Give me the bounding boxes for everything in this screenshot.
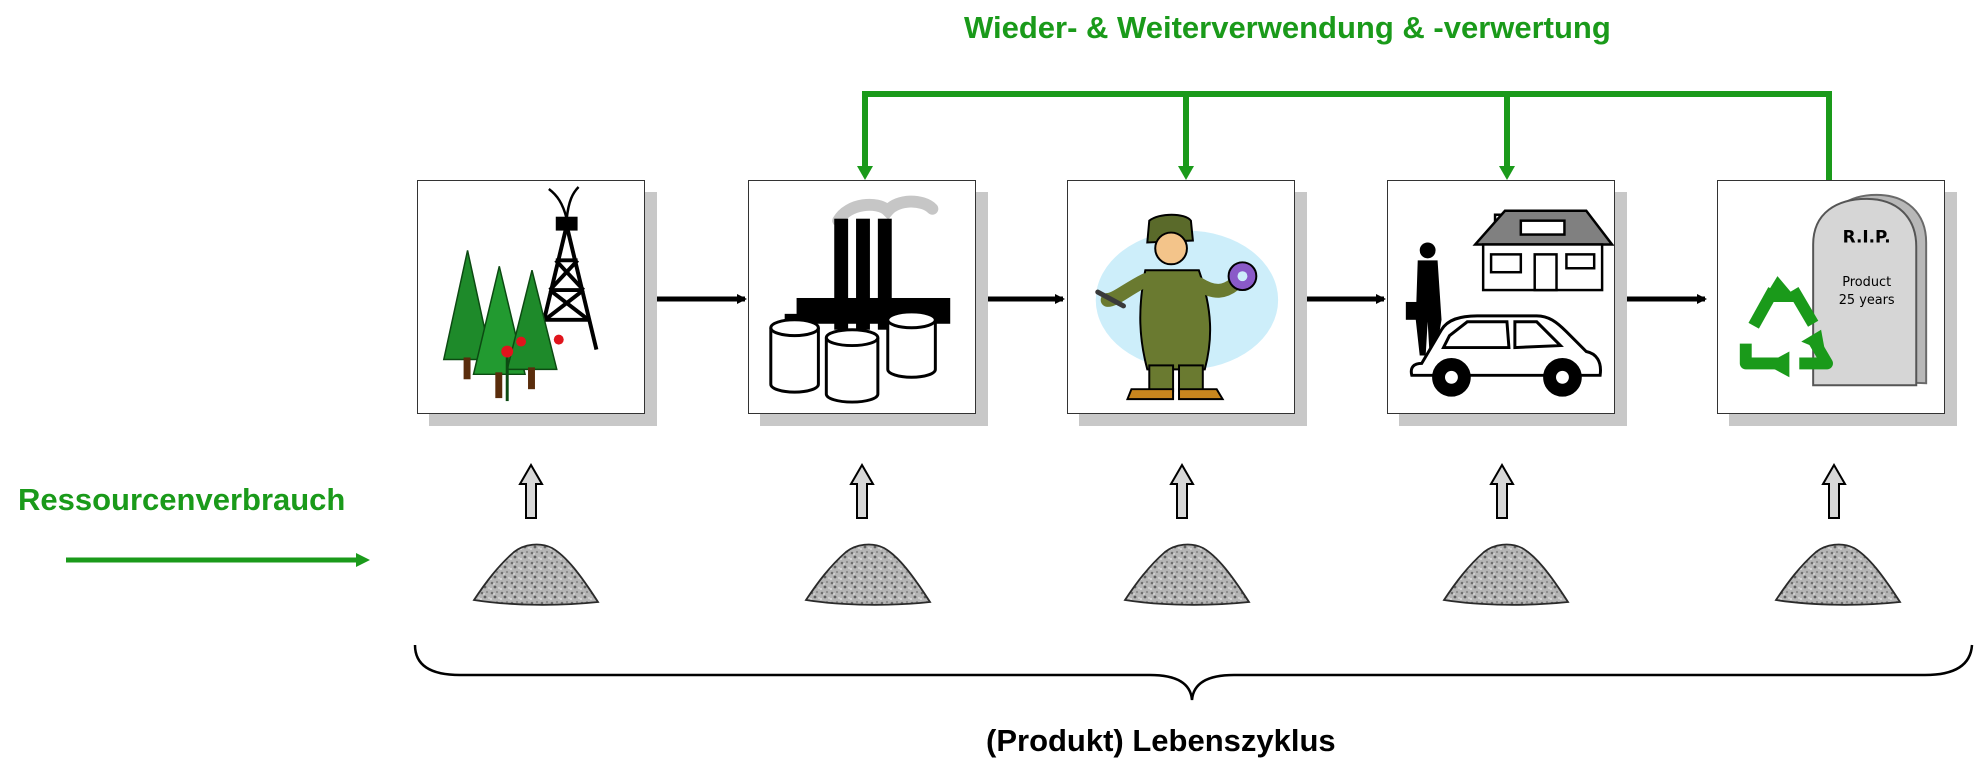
resource-piles bbox=[472, 543, 1902, 606]
tombstone-product-text: Product bbox=[1842, 275, 1891, 290]
stage-raw-materials bbox=[417, 180, 645, 414]
stage-consumption bbox=[1387, 180, 1615, 414]
forest-icon bbox=[442, 250, 564, 402]
factory-icon bbox=[769, 195, 951, 404]
house-icon bbox=[1472, 209, 1614, 292]
car-icon bbox=[1409, 314, 1602, 397]
resource-consumption-label: Ressourcenverbrauch bbox=[18, 482, 346, 517]
businessman-icon bbox=[1405, 242, 1442, 356]
lifecycle-brace bbox=[413, 644, 1974, 701]
reuse-loop-label: Wieder- & Weiterverwendung & -verwertung bbox=[964, 10, 1611, 45]
stage-end-of-life: R.I.P. Product 25 years bbox=[1717, 180, 1945, 414]
reuse-arrowheads bbox=[857, 166, 1515, 180]
mechanic-worker-icon bbox=[1095, 213, 1279, 401]
lifecycle-label: (Produkt) Lebenszyklus bbox=[986, 723, 1336, 758]
stage-production bbox=[748, 180, 976, 414]
oil-derrick-icon bbox=[535, 186, 599, 350]
tombstone-years-text: 25 years bbox=[1839, 293, 1895, 308]
resource-input-arrows bbox=[518, 463, 1847, 519]
stage-usage-maintenance bbox=[1067, 180, 1295, 414]
recycle-arrowheads bbox=[1761, 276, 1826, 378]
reuse-loop bbox=[862, 91, 1832, 180]
resource-arrow bbox=[66, 553, 370, 567]
tombstone-icon bbox=[1812, 193, 1928, 387]
tombstone-rip-text: R.I.P. bbox=[1843, 226, 1891, 246]
